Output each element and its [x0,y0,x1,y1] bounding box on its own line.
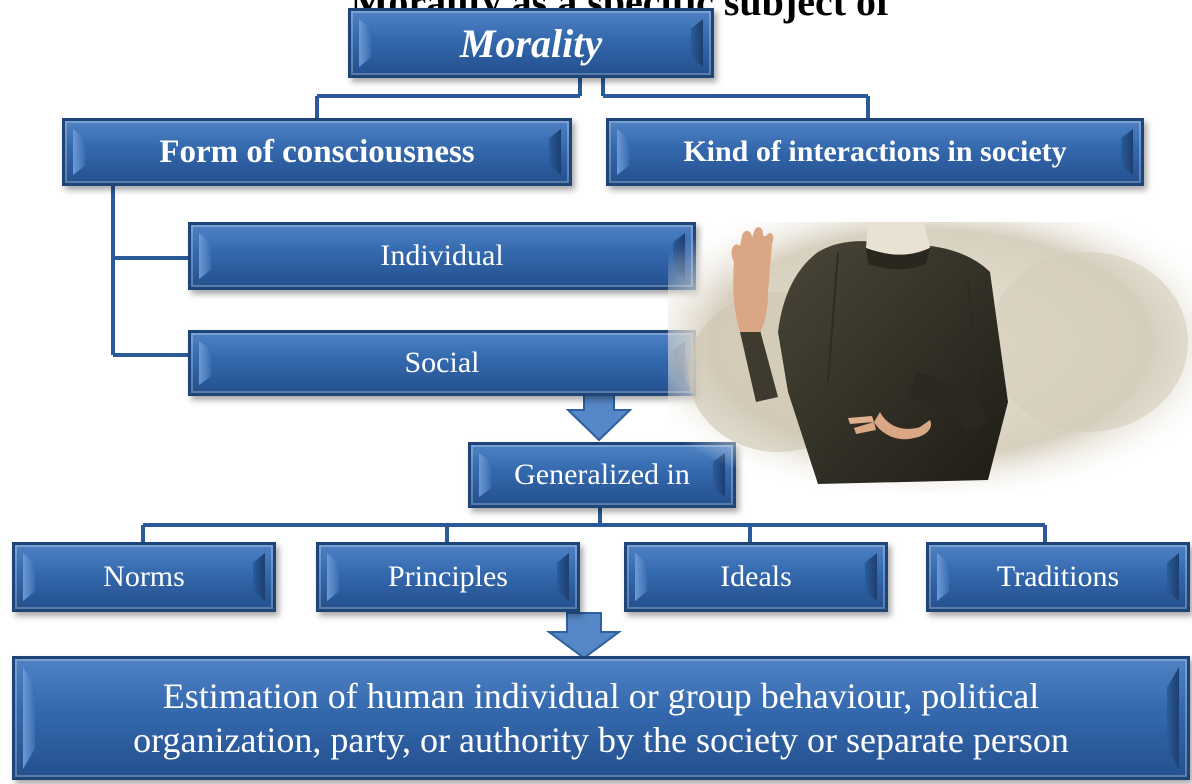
norms-box: Norms [12,542,276,612]
ideals-label: Ideals [720,560,792,593]
norms-label: Norms [103,560,185,593]
estimation-box: Estimation of human individual or group … [12,656,1190,780]
ideals-box: Ideals [624,542,888,612]
individual-label: Individual [380,239,504,272]
social-box: Social [188,330,696,396]
form-of-consciousness-label: Form of consciousness [159,133,475,170]
arrow-down-icon-2 [545,612,623,660]
kind-of-interactions-box: Kind of interactions in society [606,118,1144,186]
estimation-label: Estimation of human individual or group … [133,676,1069,760]
traditions-box: Traditions [926,542,1190,612]
traditions-label: Traditions [996,560,1120,593]
kind-of-interactions-label: Kind of interactions in society [683,135,1067,168]
raised-hand-crossed-fingers-photo [668,222,1192,492]
principles-label: Principles [388,560,508,593]
social-label: Social [404,346,480,379]
morality-box: Morality [348,8,714,78]
arrow-down-icon [565,391,633,442]
morality-label: Morality [459,20,603,66]
individual-box: Individual [188,222,696,290]
principles-box: Principles [316,542,580,612]
form-of-consciousness-box: Form of consciousness [62,118,572,186]
generalized-in-label: Generalized in [514,458,690,491]
